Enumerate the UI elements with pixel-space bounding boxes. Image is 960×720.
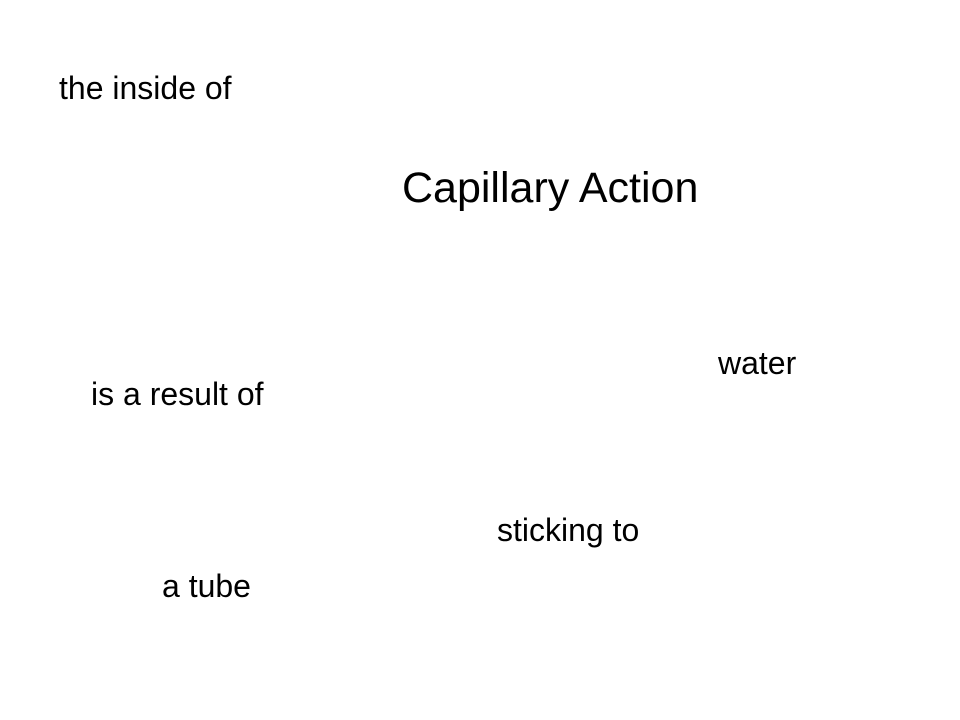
phrase-is-a-result-of: is a result of [91, 376, 264, 412]
slide-title: Capillary Action [402, 164, 699, 212]
phrase-the-inside-of: the inside of [59, 70, 232, 106]
phrase-a-tube: a tube [162, 568, 251, 604]
phrase-sticking-to: sticking to [497, 512, 640, 548]
phrase-water: water [718, 345, 797, 381]
